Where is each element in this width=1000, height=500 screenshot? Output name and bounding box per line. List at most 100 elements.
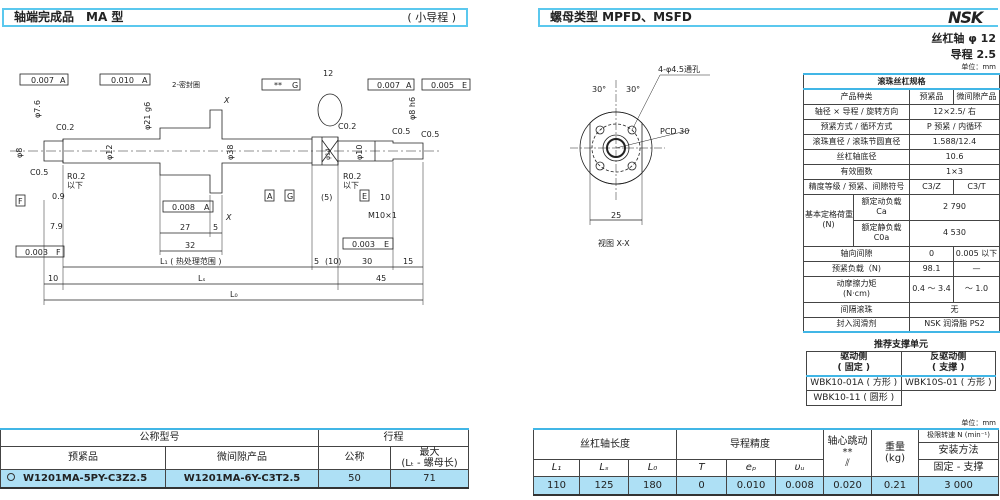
unit-label: 单位：mm: [961, 63, 996, 71]
view-caption: 视图 X-X: [598, 238, 630, 248]
datum-a: A: [267, 192, 273, 201]
stroke-max: 71: [390, 468, 469, 489]
stroke-max-header: 最大: [419, 446, 440, 458]
datum-f: F: [18, 197, 23, 206]
dim-10: 10: [48, 274, 58, 283]
holes-label: 4-φ4.5通孔: [658, 64, 700, 74]
col-vu: υᵤ: [775, 458, 825, 477]
nut-view-x-x: 4-φ4.5通孔 30° 30° PCD 30 25 视图 X-X: [570, 64, 710, 248]
lead-label: 导程 2.5: [950, 48, 996, 61]
spec-title: 滚珠丝杠规格: [803, 73, 1000, 90]
spec-value: ～ 1.0: [953, 275, 1000, 303]
datum-g: G: [287, 192, 293, 201]
dim-d8h6: φ8 h6: [408, 97, 417, 120]
col-lo: L₀: [627, 458, 678, 477]
cell-l1: 110: [533, 475, 580, 496]
stroke-nominal: 50: [318, 468, 391, 489]
dyn-load-label: 额定动负载: [861, 197, 902, 206]
col-t: T: [676, 458, 728, 477]
datum-ref: F: [56, 248, 61, 257]
runout-symbol-icon: ⫽: [845, 458, 850, 470]
basic-load-label: 基本定格荷重(N): [803, 193, 854, 247]
left-section-header: 轴端完成品 MA 型 ( 小导程 ): [2, 8, 468, 27]
dim-lo: L₀: [230, 290, 238, 299]
spec-label: 轴向间隙: [803, 245, 910, 262]
datum-ref: A: [60, 76, 66, 85]
stroke-nominal-header: 公称: [318, 445, 391, 470]
support-unit: WBK10-11 ( 圆形 ): [806, 390, 902, 406]
chamfer-c02-right: C0.2: [338, 122, 356, 131]
dim-32: 32: [185, 241, 195, 250]
dim-5-paren: (5): [321, 193, 332, 202]
spec-value: 0.005 以下: [953, 245, 1000, 262]
datum-ref: G: [292, 81, 298, 90]
radius-r02-right: R0.2: [343, 172, 361, 181]
thread-m10: M10×1: [368, 211, 397, 220]
support-unit: WBK10-01A ( 方形 ): [806, 375, 902, 391]
dim-d38: φ38: [226, 145, 235, 160]
right-section-header: 螺母类型 MPFD、MSFD: [538, 8, 998, 27]
radio-icon[interactable]: [7, 472, 15, 481]
cell-lo: 180: [627, 475, 678, 496]
col-l1: L₁: [533, 458, 580, 477]
dim-0-9: 0.9: [52, 192, 65, 201]
angle-30-left: 30°: [592, 85, 606, 94]
model-header: 公称型号: [0, 428, 319, 447]
angle-30-right: 30°: [626, 85, 640, 94]
spec-value: P 预紧 / 内循环: [909, 118, 1000, 135]
spec-label: 精度等级 / 预紧、间隙符号: [803, 178, 910, 195]
section-mark-x-bottom: X: [225, 213, 232, 222]
dim-d7-6: φ7.6: [33, 100, 42, 118]
spec-label: 有效圈数: [803, 163, 910, 180]
preload-header: 预紧品: [0, 445, 166, 470]
runout-header: 轴心跳动: [827, 436, 868, 448]
spec-value: —: [953, 260, 1000, 277]
left-header-subtitle: ( 小导程 ): [407, 11, 456, 24]
nsk-logo: NSK: [948, 8, 983, 27]
dyn-load-symbol: Ca: [876, 207, 887, 216]
dim-l1: L₁ ( 热处理范围 ): [160, 256, 222, 266]
support-title: 推荐支撑单元: [873, 340, 928, 350]
preload-model: W1201MA-5PY-C3Z2.5: [23, 472, 148, 484]
dimension-table: 丝杠轴长度导程精度 轴心跳动**⫽ 重量(kg) 极限转速 N (min⁻¹) …: [532, 428, 1000, 496]
dim-width-12: 12: [323, 69, 333, 78]
spec-value: 1.588/12.4: [909, 133, 1000, 150]
radius-under-right: 以下: [343, 181, 359, 190]
datum-ref: A: [204, 203, 210, 212]
datum-ref: E: [462, 81, 467, 90]
cell-t: 0: [676, 475, 728, 496]
speed-header: 极限转速 N (min⁻¹): [918, 428, 1000, 443]
spec-value: 0: [909, 245, 954, 262]
col-ep: eₚ: [726, 458, 777, 477]
torque-unit: (N·cm): [843, 289, 870, 298]
chamfer-c05: C0.5: [30, 168, 48, 177]
cell-speed: 3 000: [918, 475, 1000, 496]
stat-load-value: 4 530: [909, 219, 1000, 247]
spec-value: 98.1: [909, 260, 954, 277]
spec-label: 封入润滑剂: [803, 316, 910, 333]
dim-10-paren: (10): [325, 257, 341, 266]
dim-27: 27: [180, 223, 190, 232]
dim-ls: Lₛ: [198, 274, 205, 283]
chamfer-c05-end: C0.5: [421, 130, 439, 139]
spec-value: NSK 润滑脂 PS2: [909, 316, 1000, 333]
datum-ref: A: [406, 81, 412, 90]
unit-label-bottom: 单位：mm: [961, 419, 996, 427]
left-header-title: 轴端完成品 MA 型: [14, 10, 124, 24]
spec-value: 12×2.5/ 右: [909, 103, 1000, 120]
section-mark-x-top: X: [223, 96, 230, 105]
radius-r02: R0.2: [67, 172, 85, 181]
spec-value: 无: [909, 301, 1000, 318]
spec-value: 10.6: [909, 148, 1000, 165]
col-ls: Lₛ: [579, 458, 629, 477]
stroke-header: 行程: [318, 428, 469, 447]
anti-drive-side: 反驱动侧: [930, 352, 967, 363]
spec-value: 0.4 ～ 3.4: [909, 275, 954, 303]
spec-value: C3/T: [953, 178, 1000, 195]
spec-value: C3/Z: [909, 178, 954, 195]
gdt-parallel: **: [274, 81, 282, 90]
right-header-title: 螺母类型 MPFD、MSFD: [550, 10, 692, 24]
dyn-load-value: 2 790: [909, 193, 1000, 221]
stroke-max-sub: (Lₜ - 螺母长): [401, 457, 458, 469]
